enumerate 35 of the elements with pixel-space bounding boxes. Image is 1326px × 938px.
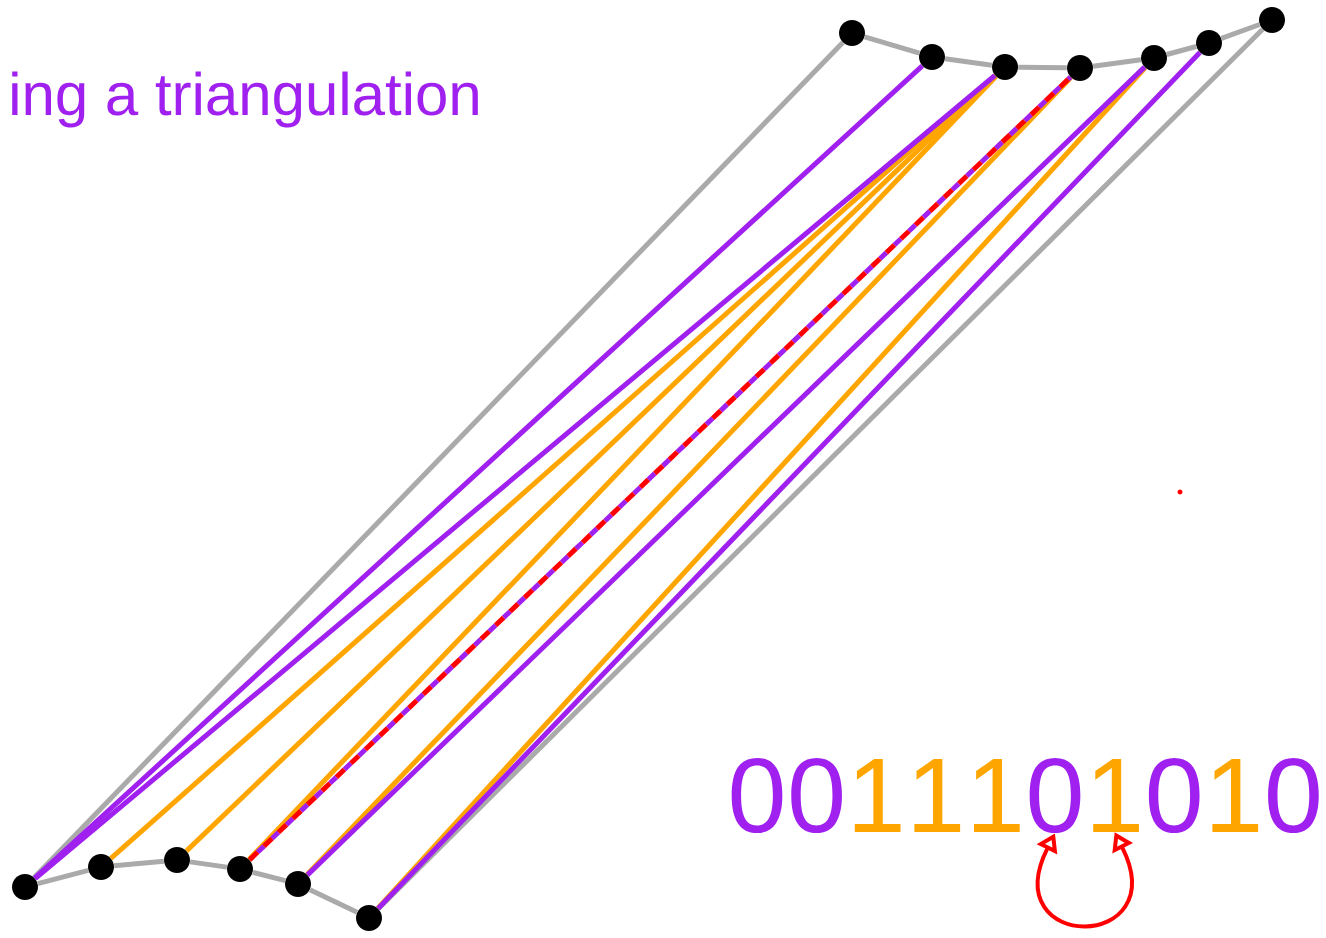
line [1166, 44, 1197, 57]
heading-text: ing a triangulation [12, 71, 478, 128]
vertex-dot [227, 856, 253, 882]
vertex-dot [164, 847, 190, 873]
line [37, 867, 89, 887]
vertex-dot [1196, 30, 1222, 56]
vertex-dot [88, 854, 114, 880]
line [113, 858, 165, 869]
vertex-dot [839, 20, 865, 46]
bit-digit: 0 [1268, 758, 1319, 834]
vertex-dot [992, 54, 1018, 80]
line [308, 887, 359, 915]
line [1092, 57, 1142, 69]
line [189, 859, 228, 870]
bit-digit: 0 [731, 758, 783, 834]
vertex-dot [285, 871, 311, 897]
vertex-dot [1067, 55, 1093, 81]
line [1220, 22, 1261, 41]
line [1018, 64, 1067, 71]
vertex-dot [356, 905, 382, 931]
bit-digit: 1 [1093, 759, 1139, 832]
bit-digit: 1 [1212, 759, 1259, 832]
vertex-dot [1141, 45, 1167, 71]
bit-digit: 0 [1148, 758, 1200, 834]
vertex-dot [12, 874, 38, 900]
bit-digit: 1 [854, 759, 901, 832]
bit-digit: 1 [974, 759, 1020, 832]
bit-digit: 0 [791, 758, 842, 834]
line [252, 869, 286, 884]
bit-digit: 0 [1029, 758, 1081, 834]
vertex-dot [1259, 7, 1285, 33]
vertex-dot [919, 44, 945, 70]
line [863, 34, 921, 56]
line [944, 56, 993, 68]
bit-digit: 1 [914, 759, 961, 832]
